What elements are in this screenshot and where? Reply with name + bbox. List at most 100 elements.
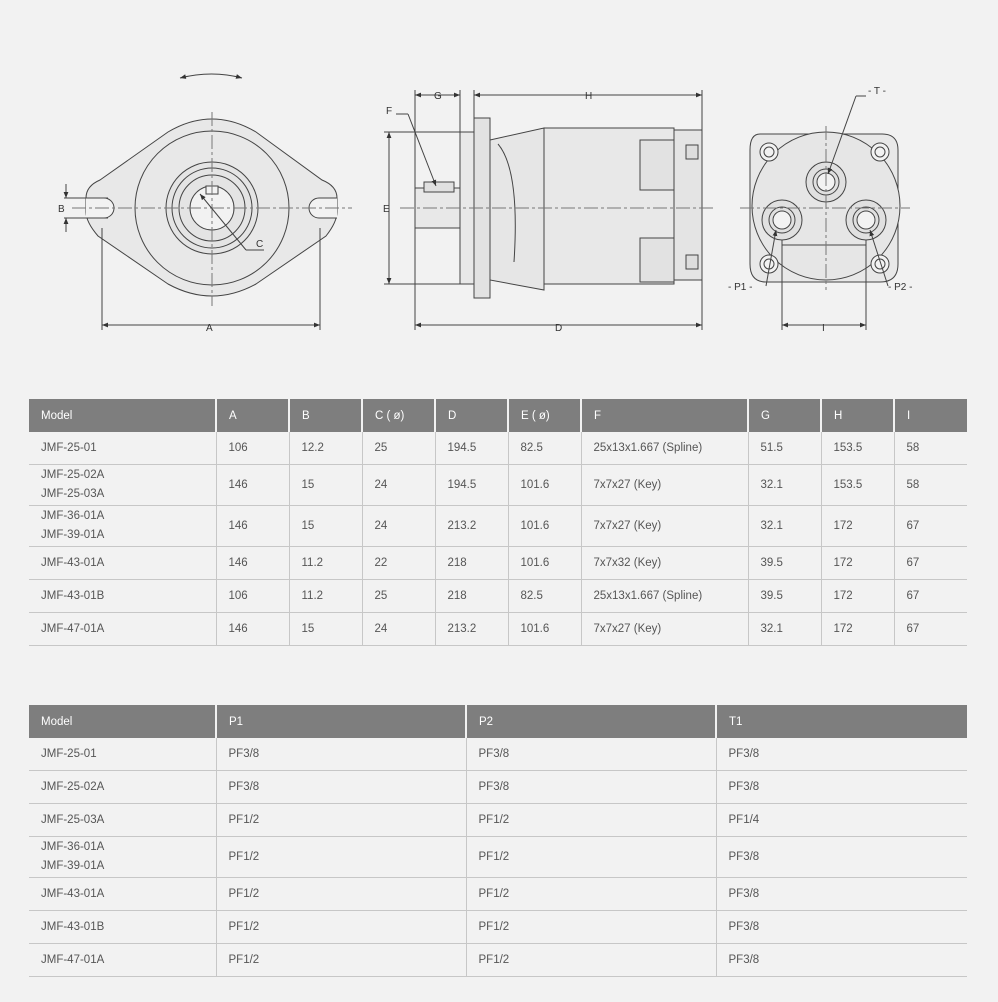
i-cell: 67 bbox=[894, 612, 967, 646]
g-cell: 32.1 bbox=[748, 464, 822, 506]
e-cell: 101.6 bbox=[508, 505, 582, 547]
a-cell: 146 bbox=[216, 612, 290, 646]
side-view bbox=[384, 90, 716, 330]
table-row: JMF-43-01B 106 11.2 25 218 82.5 25x13x1.… bbox=[29, 579, 967, 613]
p1-cell: PF1/2 bbox=[216, 877, 467, 911]
d-cell: 194.5 bbox=[435, 432, 509, 465]
i-cell: 67 bbox=[894, 579, 967, 613]
port-label-p2: - P2 - bbox=[888, 282, 912, 293]
b-cell: 11.2 bbox=[289, 579, 363, 613]
c-cell: 24 bbox=[362, 612, 436, 646]
a-cell: 146 bbox=[216, 464, 290, 506]
table-row: JMF-25-01 106 12.2 25 194.5 82.5 25x13x1… bbox=[29, 432, 967, 465]
col-header-model: Model bbox=[29, 705, 217, 738]
f-cell: 7x7x27 (Key) bbox=[581, 464, 749, 506]
f-cell: 25x13x1.667 (Spline) bbox=[581, 432, 749, 465]
col-header-c: C ( ø) bbox=[362, 399, 436, 432]
port-label-t: - T - bbox=[868, 86, 886, 97]
col-header-model: Model bbox=[29, 399, 217, 432]
d-cell: 213.2 bbox=[435, 505, 509, 547]
port-label-p1: - P1 - bbox=[728, 282, 752, 293]
h-cell: 153.5 bbox=[821, 464, 895, 506]
d-cell: 218 bbox=[435, 546, 509, 580]
a-cell: 146 bbox=[216, 505, 290, 547]
e-cell: 101.6 bbox=[508, 546, 582, 580]
f-cell: 7x7x32 (Key) bbox=[581, 546, 749, 580]
dim-label-b: B bbox=[58, 204, 65, 215]
a-cell: 106 bbox=[216, 579, 290, 613]
col-header-t1: T1 bbox=[716, 705, 967, 738]
front-view bbox=[63, 73, 352, 330]
dimension-table-header: Model A B C ( ø) D E ( ø) F G H I bbox=[29, 399, 967, 432]
c-cell: 25 bbox=[362, 432, 436, 465]
g-cell: 51.5 bbox=[748, 432, 822, 465]
model-name: JMF-36-01A bbox=[41, 510, 105, 522]
b-cell: 15 bbox=[289, 612, 363, 646]
i-cell: 67 bbox=[894, 546, 967, 580]
p1-cell: PF1/2 bbox=[216, 943, 467, 977]
p2-cell: PF3/8 bbox=[466, 770, 717, 804]
a-cell: 106 bbox=[216, 432, 290, 465]
col-header-p1: P1 bbox=[216, 705, 467, 738]
e-cell: 101.6 bbox=[508, 612, 582, 646]
c-cell: 24 bbox=[362, 464, 436, 506]
g-cell: 39.5 bbox=[748, 579, 822, 613]
col-header-p2: P2 bbox=[466, 705, 717, 738]
p1-cell: PF1/2 bbox=[216, 910, 467, 944]
t1-cell: PF3/8 bbox=[716, 943, 967, 977]
p2-cell: PF3/8 bbox=[466, 738, 717, 771]
col-header-e: E ( ø) bbox=[508, 399, 582, 432]
dim-label-e: E bbox=[383, 204, 390, 215]
model-cell: JMF-25-01 bbox=[29, 738, 217, 771]
f-cell: 7x7x27 (Key) bbox=[581, 612, 749, 646]
g-cell: 39.5 bbox=[748, 546, 822, 580]
t1-cell: PF3/8 bbox=[716, 738, 967, 771]
table-row: JMF-47-01A 146 15 24 213.2 101.6 7x7x27 … bbox=[29, 612, 967, 646]
h-cell: 172 bbox=[821, 612, 895, 646]
c-cell: 25 bbox=[362, 579, 436, 613]
f-cell: 7x7x27 (Key) bbox=[581, 505, 749, 547]
table-row: JMF-43-01A PF1/2 PF1/2 PF3/8 bbox=[29, 877, 967, 911]
p1-cell: PF1/2 bbox=[216, 836, 467, 878]
model-cell: JMF-36-01A JMF-39-01A bbox=[29, 505, 217, 547]
col-header-b: B bbox=[289, 399, 363, 432]
technical-drawing: B C A bbox=[58, 73, 912, 334]
d-cell: 194.5 bbox=[435, 464, 509, 506]
model-cell: JMF-43-01B bbox=[29, 579, 217, 613]
t1-cell: PF3/8 bbox=[716, 910, 967, 944]
col-header-i: I bbox=[894, 399, 967, 432]
model-name-alt: JMF-39-01A bbox=[41, 860, 105, 872]
p1-cell: PF3/8 bbox=[216, 738, 467, 771]
model-name: JMF-25-02A bbox=[41, 469, 105, 481]
t1-cell: PF1/4 bbox=[716, 803, 967, 837]
port-table-header: Model P1 P2 T1 bbox=[29, 705, 967, 738]
col-header-d: D bbox=[435, 399, 509, 432]
g-cell: 32.1 bbox=[748, 505, 822, 547]
dim-label-h: H bbox=[585, 91, 592, 102]
table-row: JMF-43-01A 146 11.2 22 218 101.6 7x7x32 … bbox=[29, 546, 967, 580]
p1-cell: PF3/8 bbox=[216, 770, 467, 804]
h-cell: 172 bbox=[821, 579, 895, 613]
table-row: JMF-47-01A PF1/2 PF1/2 PF3/8 bbox=[29, 943, 967, 977]
p2-cell: PF1/2 bbox=[466, 836, 717, 878]
p2-cell: PF1/2 bbox=[466, 877, 717, 911]
dim-label-g: G bbox=[434, 91, 442, 102]
b-cell: 12.2 bbox=[289, 432, 363, 465]
c-cell: 24 bbox=[362, 505, 436, 547]
b-cell: 15 bbox=[289, 464, 363, 506]
port-table: Model P1 P2 T1 JMF-25-01 PF3/8 PF3/8 PF3… bbox=[29, 705, 967, 977]
e-cell: 82.5 bbox=[508, 579, 582, 613]
b-cell: 11.2 bbox=[289, 546, 363, 580]
col-header-g: G bbox=[748, 399, 822, 432]
rear-view bbox=[740, 95, 910, 330]
model-name-alt: JMF-39-01A bbox=[41, 529, 105, 541]
table-row: JMF-43-01B PF1/2 PF1/2 PF3/8 bbox=[29, 910, 967, 944]
i-cell: 67 bbox=[894, 505, 967, 547]
model-cell: JMF-43-01A bbox=[29, 877, 217, 911]
i-cell: 58 bbox=[894, 432, 967, 465]
model-cell: JMF-25-03A bbox=[29, 803, 217, 837]
g-cell: 32.1 bbox=[748, 612, 822, 646]
